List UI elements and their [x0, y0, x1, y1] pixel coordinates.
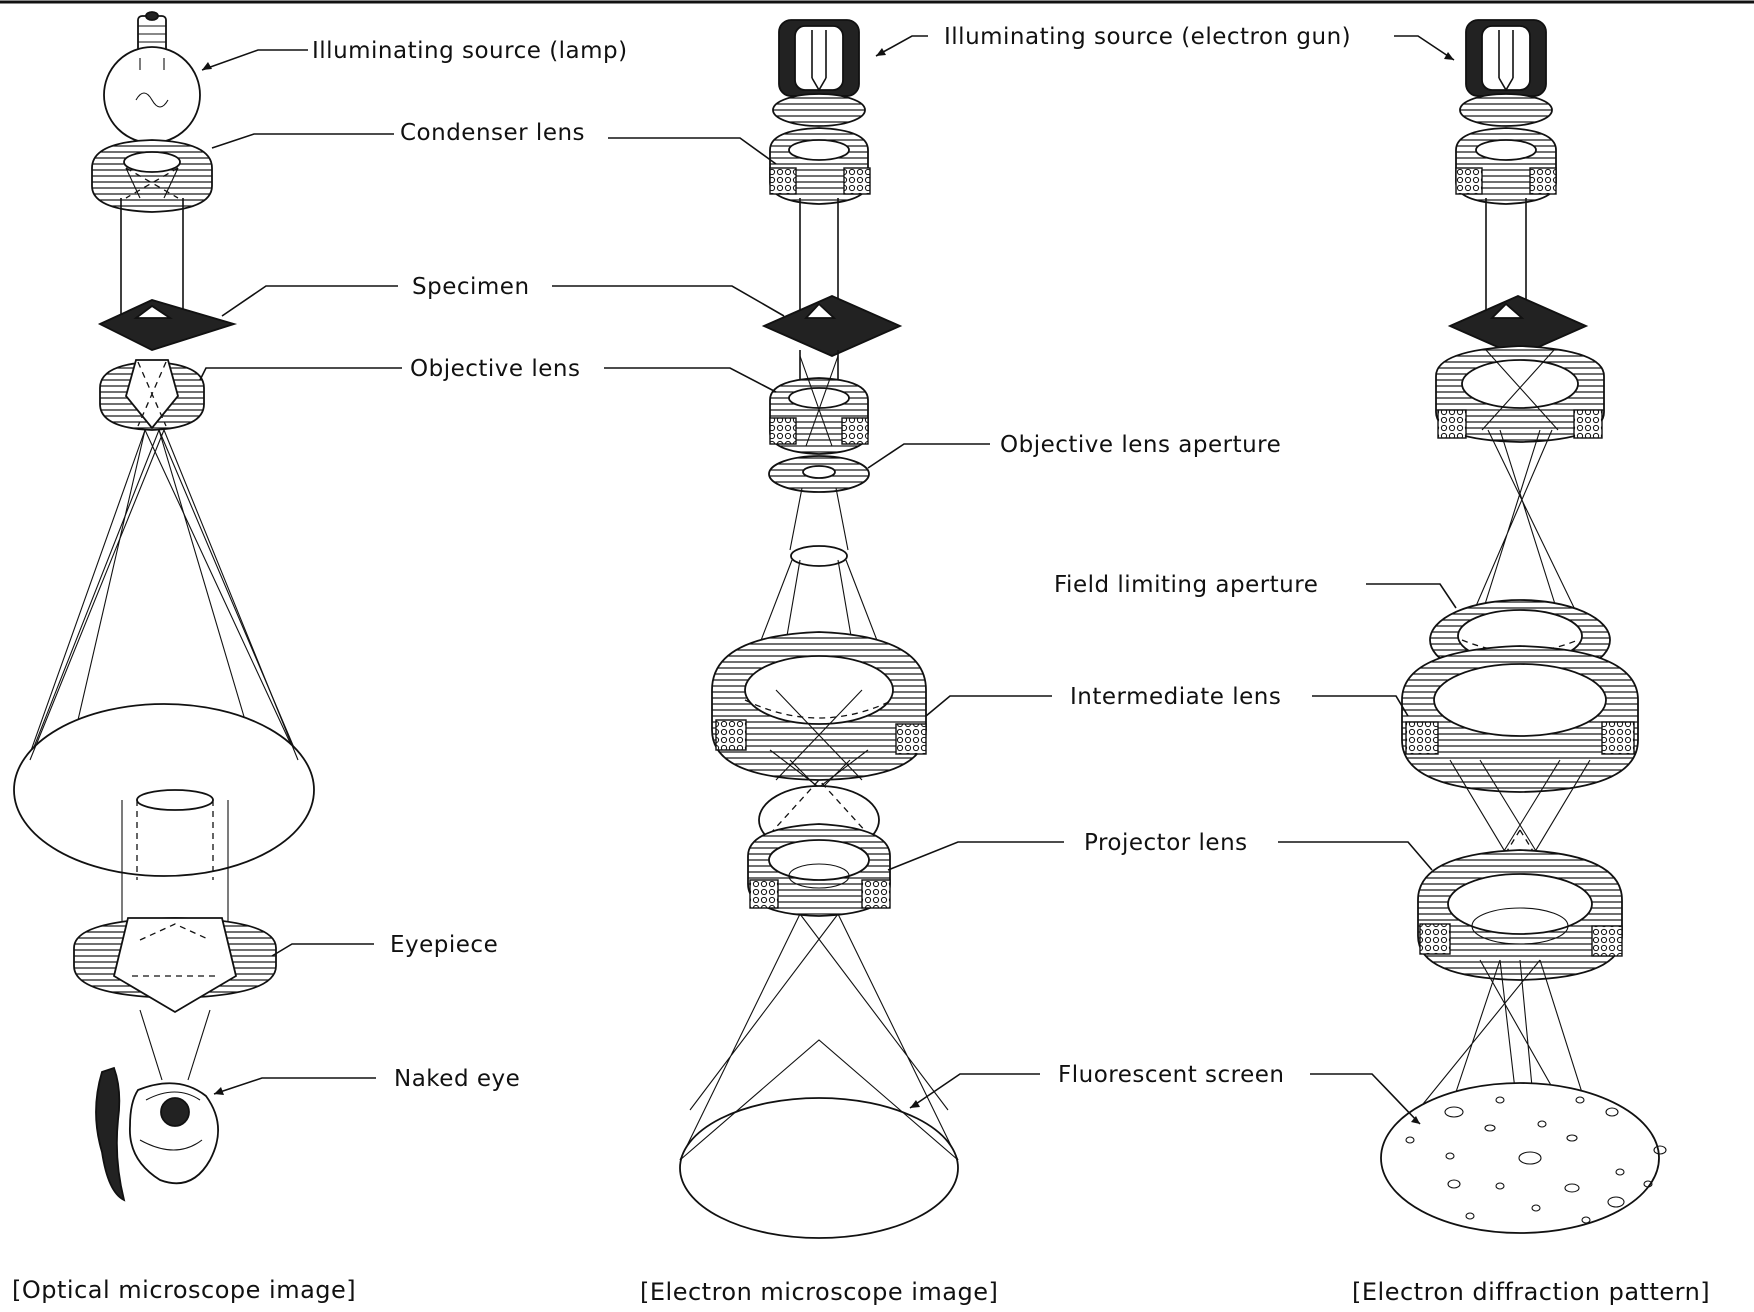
- fluorescent-screen-label: Fluorescent screen: [1058, 1062, 1285, 1088]
- label-intermediate-lens: Intermediate lens: [926, 684, 1408, 716]
- diffraction-intermediate-lens: [1402, 646, 1638, 792]
- specimen-label: Specimen: [412, 274, 530, 300]
- diffraction-objective-lens: [1436, 346, 1604, 442]
- objective-lens-label: Objective lens: [410, 356, 580, 382]
- condenser-lens-label: Condenser lens: [400, 120, 585, 146]
- electron-intermediate-lens: [712, 632, 926, 780]
- label-fluorescent-screen: Fluorescent screen: [910, 1062, 1420, 1124]
- naked-eye-icon: [96, 1068, 218, 1200]
- optical-specimen: [100, 300, 234, 350]
- electron-projector-lens: [748, 824, 890, 916]
- lamp-icon: [104, 12, 200, 143]
- electron-fluorescent-screen: [680, 1098, 958, 1238]
- electron-objective-aperture: [769, 456, 869, 492]
- diffraction-condenser-lens: [1456, 128, 1556, 204]
- eyepiece-label: Eyepiece: [390, 932, 498, 958]
- objective-aperture-label: Objective lens aperture: [1000, 432, 1281, 458]
- optical-microscope-column: [14, 12, 314, 1200]
- field-aperture-label: Field limiting aperture: [1054, 572, 1318, 598]
- label-field-limiting-aperture: Field limiting aperture: [1054, 572, 1456, 608]
- electron-diffraction-column: [1381, 20, 1666, 1233]
- label-specimen: Specimen: [222, 274, 784, 316]
- label-objective-lens: Objective lens: [200, 356, 776, 392]
- label-naked-eye: Naked eye: [214, 1066, 520, 1095]
- label-projector-lens: Projector lens: [888, 830, 1432, 870]
- label-objective-lens-aperture: Objective lens aperture: [868, 432, 1281, 468]
- naked-eye-label: Naked eye: [394, 1066, 520, 1092]
- optical-objective-lens: [100, 360, 204, 430]
- optical-microscope-caption: [Optical microscope image]: [12, 1276, 356, 1304]
- diffraction-electron-gun-icon: [1460, 20, 1552, 126]
- electron-objective-lens: [770, 350, 868, 454]
- gun-source-label: Illuminating source (electron gun): [944, 24, 1351, 50]
- label-condenser-lens: Condenser lens: [212, 120, 776, 164]
- label-illuminating-source-gun: Illuminating source (electron gun): [876, 24, 1454, 60]
- electron-microscope-caption: [Electron microscope image]: [640, 1278, 998, 1306]
- optical-condenser-lens: [92, 140, 212, 212]
- optical-eyepiece: [74, 918, 276, 1012]
- electron-specimen: [764, 296, 900, 356]
- label-illuminating-source-lamp: Illuminating source (lamp): [202, 38, 628, 70]
- electron-condenser-lens: [770, 128, 870, 204]
- electron-microscope-column: [680, 20, 958, 1238]
- projector-lens-label: Projector lens: [1084, 830, 1248, 856]
- intermediate-lens-label: Intermediate lens: [1070, 684, 1281, 710]
- lamp-source-label: Illuminating source (lamp): [312, 38, 628, 64]
- electron-gun-icon: [773, 20, 865, 126]
- label-eyepiece: Eyepiece: [272, 932, 498, 958]
- electron-diffraction-caption: [Electron diffraction pattern]: [1352, 1278, 1710, 1306]
- diffraction-pattern-screen: [1381, 1083, 1666, 1233]
